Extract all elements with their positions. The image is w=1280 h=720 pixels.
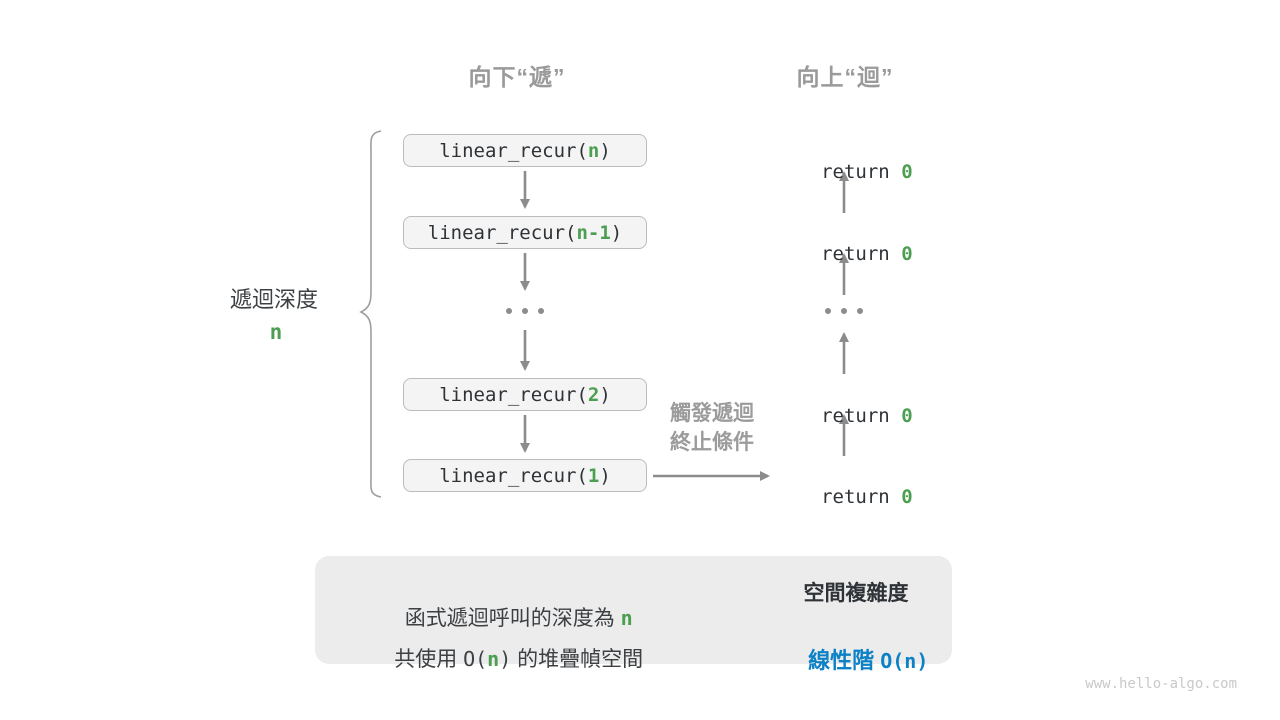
call-arg: 2	[587, 383, 600, 406]
summary-line1: 函式遞迴呼叫的深度為 n	[381, 578, 633, 656]
summary-line2-n: n	[487, 647, 500, 671]
return-value: 0	[901, 405, 913, 427]
call-box-2: linear_recur(2)	[403, 378, 647, 411]
depth-label: 遞迴深度	[229, 287, 319, 312]
return-text: return	[821, 161, 902, 183]
call-text: )	[599, 139, 611, 162]
call-box-n: linear_recur(n)	[403, 134, 647, 167]
call-arg: n	[587, 139, 600, 162]
return-value: 0	[901, 161, 913, 183]
summary-line2-o: O(	[463, 647, 488, 671]
return-row: return 0	[775, 464, 913, 530]
result-line: 線性階 O(n)	[784, 617, 929, 701]
call-text: linear_recur(	[439, 464, 588, 487]
result-title: 空間複雜度	[803, 582, 909, 605]
return-value: 0	[901, 486, 913, 508]
summary-line2: 共使用 O(n) 的堆疊幀空間	[371, 619, 643, 697]
result-o-close: )	[916, 649, 929, 673]
call-text: )	[599, 383, 611, 406]
call-text: linear_recur(	[439, 139, 588, 162]
return-value: 0	[901, 243, 913, 265]
summary-line2-pre: 共使用	[394, 648, 464, 671]
ellipsis-icon	[506, 308, 544, 314]
call-box-n-1: linear_recur(n-1)	[403, 216, 647, 249]
result-n: n	[904, 649, 917, 673]
termination-line2: 終止條件	[670, 431, 754, 454]
header-descend: 向下“遞”	[468, 64, 566, 90]
call-text: )	[599, 464, 611, 487]
call-text: linear_recur(	[439, 383, 588, 406]
return-row: return 0	[775, 139, 913, 205]
ellipsis-icon	[825, 308, 863, 314]
result-o: O(	[880, 649, 905, 673]
call-text: linear_recur(	[427, 221, 577, 244]
return-row: return 0	[775, 221, 913, 287]
result-label: 線性階	[808, 648, 881, 673]
call-arg: 1	[587, 464, 600, 487]
termination-label: 觸發遞迴 終止條件	[670, 399, 754, 457]
call-arg: n-1	[576, 221, 611, 244]
depth-value: n	[269, 320, 283, 344]
summary-line1-text: 函式遞迴呼叫的深度為	[404, 607, 621, 630]
return-text: return	[821, 405, 902, 427]
watermark: www.hello-algo.com	[1085, 676, 1237, 692]
call-text: )	[610, 221, 623, 244]
call-box-1: linear_recur(1)	[403, 459, 647, 492]
return-text: return	[821, 486, 902, 508]
depth-brace-icon	[359, 130, 382, 498]
summary-line2-o-close: )	[499, 647, 512, 671]
summary-panel	[315, 556, 952, 664]
header-ascend: 向上“迴”	[796, 64, 894, 90]
return-text: return	[821, 243, 902, 265]
summary-line2-post: 的堆疊幀空間	[511, 648, 644, 671]
termination-line1: 觸發遞迴	[670, 402, 754, 425]
return-row: return 0	[775, 383, 913, 449]
summary-line1-value: n	[620, 606, 633, 630]
